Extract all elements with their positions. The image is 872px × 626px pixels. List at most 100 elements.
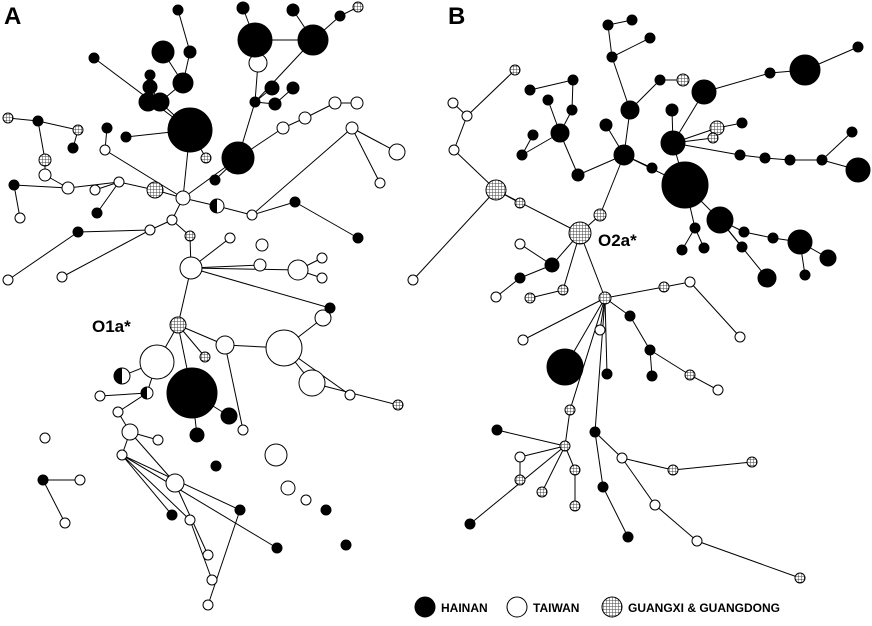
panel-b-node-hainan <box>550 123 570 143</box>
panel-a-node-hainan <box>352 232 364 244</box>
panel-a-edge <box>351 127 381 184</box>
panel-b-node-guangxi-guangdong <box>557 284 569 296</box>
panel-b-edge <box>496 429 566 447</box>
panel-b-node-hainan <box>601 368 613 380</box>
panel-a-node-taiwan <box>264 443 288 467</box>
panel-a-node-mixed <box>209 198 225 214</box>
panel-a-node-taiwan <box>328 96 342 110</box>
panel-a-node-taiwan <box>184 514 196 526</box>
panel-a-edge <box>251 201 296 216</box>
panel-a-node-mixed <box>140 386 154 400</box>
panel-b-node-hainan <box>846 126 858 138</box>
panel-a-node-hainan <box>264 80 280 96</box>
panel-b-edge <box>696 540 801 579</box>
o2a-hub-label: O2a* <box>598 231 637 250</box>
panel-a-node-taiwan <box>179 256 203 280</box>
panel-b-node-hainan <box>660 130 686 156</box>
legend-taiwan-label: TAIWAN <box>533 601 579 615</box>
panel-a-node-taiwan <box>74 474 86 486</box>
panel-a-edge <box>189 519 213 581</box>
panel-b-node-taiwan <box>448 144 460 156</box>
panel-b-node-hainan <box>566 104 578 116</box>
panel-b-node-hainan <box>491 424 503 436</box>
panel-b-node-hainan <box>736 117 748 129</box>
panel-a-edge <box>190 267 331 309</box>
panel-a-node-taiwan <box>202 549 214 561</box>
panel-a-node-taiwan <box>345 121 359 135</box>
panel-a-node-hainan <box>37 474 49 486</box>
panel-a-node-taiwan <box>300 494 312 506</box>
panel-a-node-guangxi-guangdong <box>184 230 196 242</box>
panel-a-node-taiwan <box>253 258 267 272</box>
panel-a-edge <box>190 267 299 271</box>
panel-b-node-guangxi-guangdong <box>569 500 581 512</box>
panel-b-node-hainan <box>691 79 717 105</box>
panel-a-edge <box>104 149 184 199</box>
panel-b-edge <box>611 37 651 58</box>
panel-b-node-hainan <box>764 67 776 79</box>
panel-b-node-hainan <box>624 310 636 322</box>
panel-a-node-guangxi-guangdong <box>2 112 14 124</box>
panel-a-node-hainan <box>210 460 222 472</box>
panel-a-node-hainan <box>209 174 221 186</box>
panel-b-node-taiwan <box>461 110 473 122</box>
panel-a-edge <box>121 454 191 521</box>
panel-a-edge <box>42 479 66 524</box>
panel-b-node-hainan <box>516 149 528 161</box>
panel-b-node-taiwan <box>514 238 526 250</box>
panel-b-node-hainan <box>799 269 811 281</box>
panel-a-node-hainan <box>286 81 300 95</box>
panel-b-node-hainan <box>646 162 658 174</box>
panel-b-node-hainan <box>734 149 746 161</box>
panel-a-node-taiwan <box>374 177 386 189</box>
panel-a-node-hainan <box>249 96 261 108</box>
panel-b-node-taiwan <box>447 97 459 109</box>
panel-b-node-guangxi-guangdong <box>667 464 679 476</box>
panel-b-letter: B <box>448 3 465 30</box>
panel-a-node-guangxi-guangdong <box>352 1 364 13</box>
panel-a-node-hainan <box>324 302 336 314</box>
panel-a-node-taiwan <box>255 238 269 252</box>
panel-b-edge <box>519 445 566 458</box>
panel-a-node-hainan <box>142 79 158 95</box>
panel-b-node-hainan <box>567 74 579 86</box>
panel-a-node-hainan <box>268 97 282 111</box>
panel-b-node-hainan <box>661 161 709 209</box>
panel-b-node-taiwan <box>712 384 724 396</box>
panel-a-node-hainan <box>151 40 175 64</box>
panel-a-node-guangxi-guangdong <box>392 399 404 411</box>
panel-b-node-guangxi-guangdong <box>514 197 526 209</box>
panel-b-edge <box>594 431 623 459</box>
panel-b-node-hainan <box>544 257 560 273</box>
panel-a-node-taiwan <box>344 389 356 401</box>
panel-b-node-guangxi-guangdong <box>676 73 690 87</box>
panel-b-edge <box>569 297 606 411</box>
panel-a-node-hainan <box>172 72 194 94</box>
panel-a-edge <box>77 229 151 233</box>
panel-a-node-hainan <box>289 196 301 208</box>
panel-a-node-hainan <box>88 52 100 64</box>
panel-a-node-hainan <box>334 10 346 22</box>
panel-b-node-hainan <box>665 103 679 117</box>
panel-a-edge <box>96 181 120 214</box>
panel-b-edge <box>469 445 566 525</box>
panel-b-node-guangxi-guangdong <box>559 440 571 452</box>
panel-b-node-taiwan <box>490 291 502 303</box>
panel-a-node-hainan <box>72 226 84 238</box>
panel-b-node-guangxi-guangdong <box>514 474 526 486</box>
panel-b-edge <box>594 431 604 488</box>
panel-a-edge <box>224 344 244 431</box>
panel-b-node-hainan <box>597 481 609 493</box>
legend-guangxi-guangdong-label: GUANGXI & GUANGDONG <box>628 601 780 615</box>
panel-a-node-taiwan <box>276 121 290 135</box>
panel-b-node-hainan <box>736 241 748 253</box>
panel-a-node-taiwan <box>112 406 124 418</box>
panel-b-node-hainan <box>738 226 750 238</box>
panel-a-edge <box>37 120 79 131</box>
panel-b-node-hainan <box>546 348 584 386</box>
panel-a-node-taiwan <box>280 480 296 496</box>
panel-a-node-taiwan <box>298 369 326 397</box>
panel-b-node-hainan <box>816 154 828 166</box>
panel-b-node-taiwan <box>691 535 703 547</box>
panel-a-node-taiwan <box>113 176 125 188</box>
